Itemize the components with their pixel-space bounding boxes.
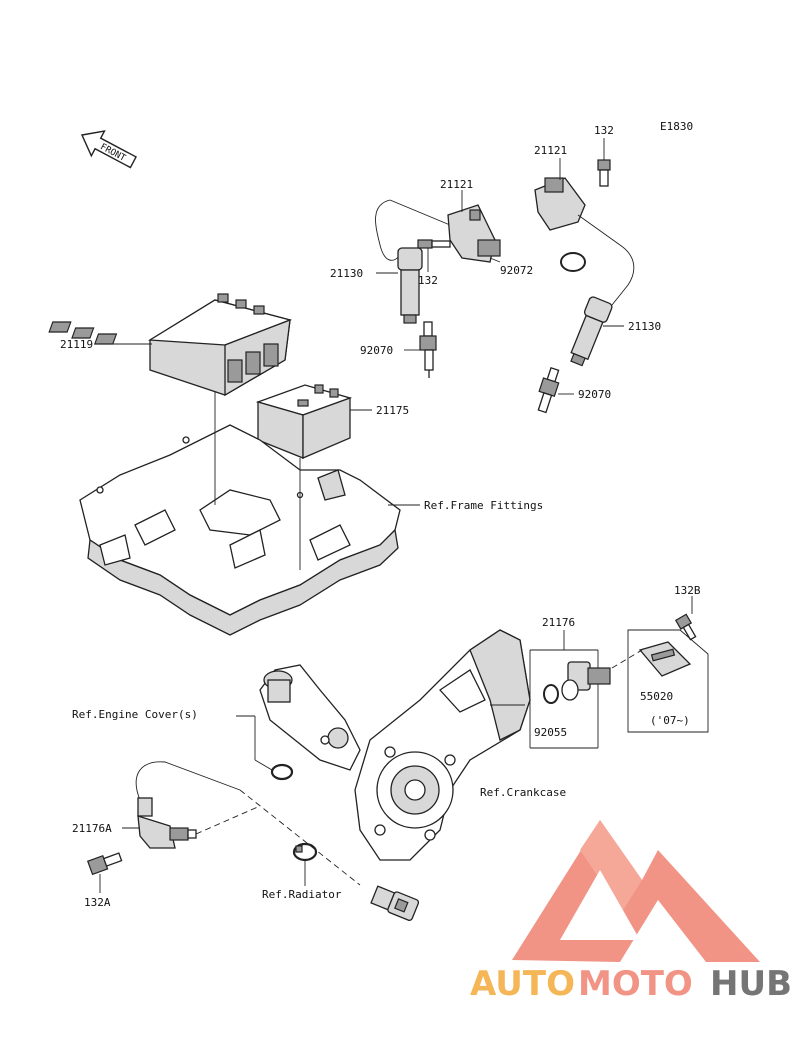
crank-sensor xyxy=(561,661,611,701)
o-ring-92055 xyxy=(543,684,559,704)
label-21176a: 21176A xyxy=(72,822,112,835)
watermark-hub: HUB xyxy=(710,964,792,1004)
label-note-07: ('07~) xyxy=(650,714,690,727)
label-21130-right: 21130 xyxy=(628,320,661,333)
label-92072: 92072 xyxy=(500,264,533,277)
regulator-unit xyxy=(255,384,353,459)
watermark-auto: AUTO xyxy=(470,964,575,1004)
sensor-21176a xyxy=(135,761,241,849)
spark-plug-left xyxy=(419,321,437,378)
label-132b: 132B xyxy=(674,584,701,597)
label-92070-right: 92070 xyxy=(578,388,611,401)
label-21175: 21175 xyxy=(376,404,409,417)
label-132a: 132A xyxy=(84,896,111,909)
plug-cap-right xyxy=(570,296,613,367)
front-arrow-icon: FRONT xyxy=(80,130,137,169)
watermark-moto: MOTO xyxy=(578,964,693,1004)
label-132-top: 132 xyxy=(594,124,614,137)
label-132-mid: 132 xyxy=(418,274,438,287)
label-55020: 55020 xyxy=(640,690,673,703)
frame-tray xyxy=(79,424,401,636)
ref-radiator: Ref.Radiator xyxy=(262,888,342,901)
label-21176: 21176 xyxy=(542,616,575,629)
plug-cap-left xyxy=(397,247,423,324)
ref-crankcase: Ref.Crankcase xyxy=(480,786,566,799)
hose-clamp xyxy=(292,842,318,862)
o-ring-cover xyxy=(270,763,294,781)
bolt-132b xyxy=(674,613,697,641)
label-92055: 92055 xyxy=(534,726,567,739)
diagram-code: E1830 xyxy=(660,120,693,133)
bolt-132-mid xyxy=(417,239,451,249)
ignition-coil-right xyxy=(534,177,635,306)
automotohub-watermark-logo: AUTO MOTO HUB xyxy=(470,820,792,1004)
ignition-coil-left xyxy=(375,199,501,263)
spark-plug-right xyxy=(537,367,560,414)
ecu-unit xyxy=(48,293,293,397)
radiator-connector xyxy=(370,885,420,921)
bolt-132a xyxy=(86,852,123,876)
ref-engine-cover: Ref.Engine Cover(s) xyxy=(72,708,198,721)
thermostat-housing xyxy=(259,664,361,771)
label-21121-left: 21121 xyxy=(440,178,473,191)
ref-frame-fittings: Ref.Frame Fittings xyxy=(424,499,543,512)
label-92070-left: 92070 xyxy=(360,344,393,357)
label-21119: 21119 xyxy=(60,338,93,351)
crankcase xyxy=(354,629,531,861)
label-21121-right: 21121 xyxy=(534,144,567,157)
bracket-55020 xyxy=(638,641,692,677)
label-21130-left: 21130 xyxy=(330,267,363,280)
bolt-132-top xyxy=(597,159,611,187)
clamp-ring xyxy=(560,252,586,272)
